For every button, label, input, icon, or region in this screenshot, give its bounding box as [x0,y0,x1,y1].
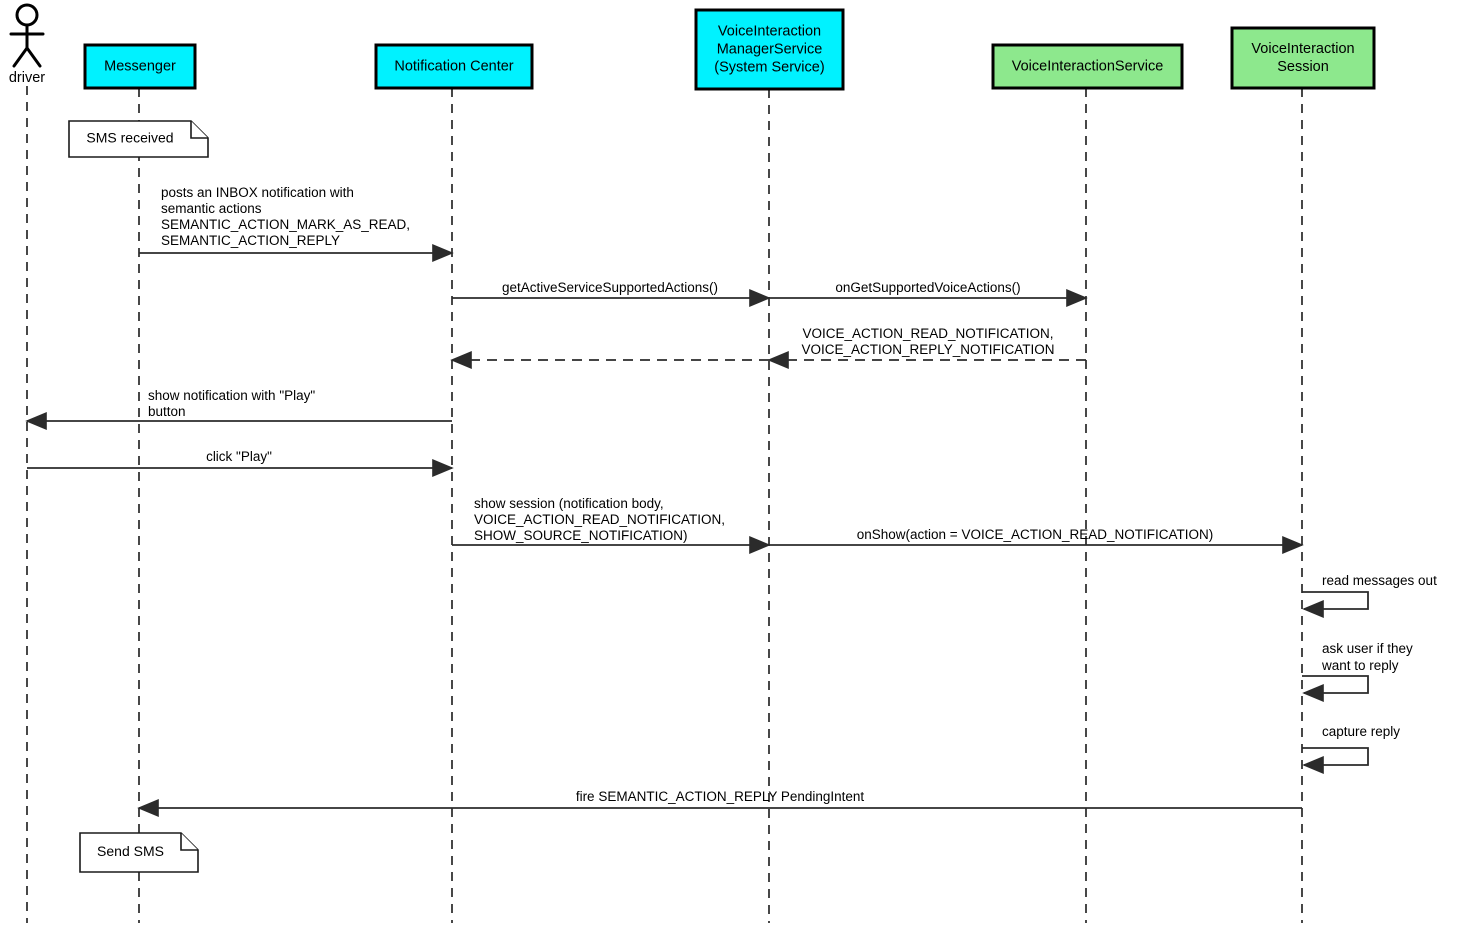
message-label-line: SEMANTIC_ACTION_MARK_AS_READ, [161,217,410,232]
participant-label-line: VoiceInteraction [1251,41,1354,57]
participant-box [374,43,534,90]
participant-label-line: (System Service) [714,59,824,75]
self-capture-reply[interactable]: capture reply [1302,724,1400,774]
participant-label-line: VoiceInteractionService [1012,58,1164,74]
self-message-arrow [1302,747,1369,774]
msg-return-voice-actions-to-manager[interactable]: VOICE_ACTION_READ_NOTIFICATION,VOICE_ACT… [767,326,1086,369]
self-message-arrow [1302,591,1369,618]
note-fold-corner [180,833,198,851]
participant-label-line: VoiceInteraction [718,23,821,39]
participant-box [1230,26,1376,90]
self-message-label-line: want to reply [1321,658,1399,673]
actor-driver[interactable]: driver [9,3,45,86]
message-label-line: show session (notification body, [474,496,664,511]
message-label-line: VOICE_ACTION_READ_NOTIFICATION, [474,512,725,527]
participant-label-line: Notification Center [394,58,513,74]
message-label-line: button [148,404,186,419]
participant-label-line: ManagerService [717,41,823,57]
participants-layer: driver Messenger Notification Center VoiceI… [9,3,1376,91]
message-label-line: SEMANTIC_ACTION_REPLY [161,233,340,248]
actor-leg-right [25,46,42,68]
msg-show-session[interactable]: show session (notification body,VOICE_AC… [452,496,771,554]
message-label-line: semantic actions [161,201,262,216]
self-message-label-line: read messages out [1322,573,1437,588]
msg-on-get-supported-voice-actions[interactable]: onGetSupportedVoiceActions() [769,280,1088,307]
note-sms-received[interactable]: SMS received [68,120,209,158]
message-label-line: show notification with "Play" [148,388,315,403]
message-label-line: posts an INBOX notification with [161,185,354,200]
self-message-label-line: ask user if they [1322,641,1413,656]
actor-leg-left [12,46,29,68]
message-label-line: onShow(action = VOICE_ACTION_READ_NOTIFI… [857,527,1213,542]
self-message-label-line: capture reply [1322,724,1400,739]
message-label-line: VOICE_ACTION_READ_NOTIFICATION, [802,326,1053,341]
self-messages-layer: read messages out ask user if they want to… [1302,573,1437,774]
msg-show-notification-with-play-button[interactable]: show notification with "Play"button [25,388,452,430]
message-label-line: SHOW_SOURCE_NOTIFICATION) [474,528,688,543]
msg-on-show[interactable]: onShow(action = VOICE_ACTION_READ_NOTIFI… [769,527,1304,554]
actor-label: driver [9,70,45,86]
lifelines-layer [26,86,1303,923]
msg-post-inbox-notification[interactable]: posts an INBOX notification withsemantic… [139,185,454,262]
message-label-line: VOICE_ACTION_REPLY_NOTIFICATION [801,342,1054,357]
actor-head-icon [15,3,39,27]
message-label-line: fire SEMANTIC_ACTION_REPLY PendingIntent [576,789,865,804]
participant-notification-center[interactable]: Notification Center [374,43,534,90]
note-label: SMS received [86,130,173,146]
note-fold-corner [190,121,208,139]
participant-label-line: Session [1277,59,1329,75]
message-label-line: getActiveServiceSupportedActions() [502,280,718,295]
msg-get-active-service-supported-actions[interactable]: getActiveServiceSupportedActions() [452,280,771,307]
self-ask-user-if-they-want-to-reply[interactable]: ask user if they want to reply [1302,641,1413,702]
note-send-sms[interactable]: Send SMS [79,832,199,873]
note-label: Send SMS [97,843,164,859]
participant-voice-interaction-service[interactable]: VoiceInteractionService [991,43,1184,90]
participant-box [694,8,845,91]
note-body [68,120,209,158]
self-message-arrow [1302,675,1369,702]
participant-box [83,43,197,90]
participant-label-line: Messenger [104,58,176,74]
messages-layer: posts an INBOX notification withsemantic… [25,185,1304,817]
self-read-messages-out[interactable]: read messages out [1302,573,1437,618]
message-label-line: onGetSupportedVoiceActions() [835,280,1020,295]
msg-click-play[interactable]: click "Play" [27,449,454,477]
participant-box [991,43,1184,90]
note-body [79,832,199,873]
participant-messenger[interactable]: Messenger [83,43,197,90]
message-label-line: click "Play" [206,449,272,464]
msg-fire-semantic-action-reply-pending-intent[interactable]: fire SEMANTIC_ACTION_REPLY PendingIntent [137,789,1302,817]
